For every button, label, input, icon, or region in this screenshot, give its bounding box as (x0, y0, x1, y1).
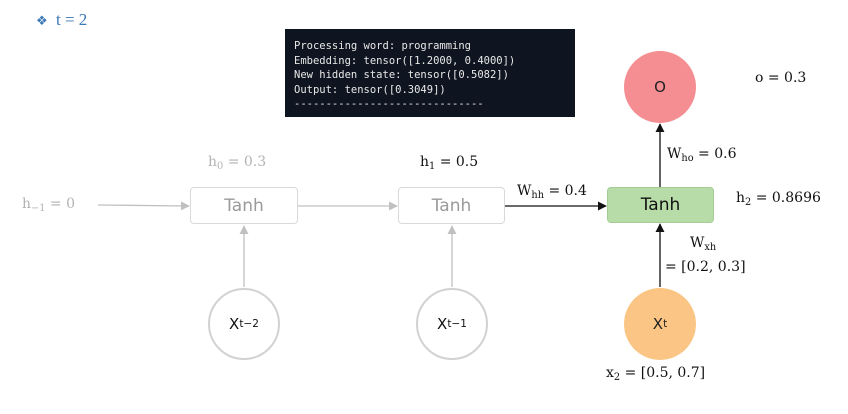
h1-label: h1 = 0.5 (420, 154, 479, 172)
timestep-heading: t = 2 (56, 10, 88, 29)
h-minus1-label: h−1 = 0 (22, 196, 76, 214)
console-line: New hidden state: tensor([0.5082]) (294, 69, 509, 81)
w-hh-label: Whh = 0.4 (517, 183, 587, 201)
h2-label: h2 = 0.8696 (736, 190, 821, 208)
w-ho-label: Who = 0.6 (667, 146, 737, 164)
wire-h-minus1 (97, 201, 190, 211)
tanh-cell-t0: Tanh (190, 187, 298, 224)
bullet-icon: ❖ (36, 14, 48, 29)
w-xh-label: Wxh (690, 235, 717, 253)
w-xh-value: = [0.2, 0.3] (665, 259, 746, 275)
console-line: ------------------------------ (294, 98, 484, 110)
output-node: O (624, 51, 696, 123)
output-value-label: o = 0.3 (755, 70, 807, 86)
x2-label: x2 = [0.5, 0.7] (606, 365, 706, 383)
tanh-cell-t1: Tanh (398, 187, 505, 224)
console-output: Processing word: programming Embedding: … (285, 29, 575, 117)
tanh-cell-t2: Tanh (607, 187, 714, 223)
h0-label: h0 = 0.3 (208, 154, 267, 172)
console-line: Output: tensor([0.3049]) (294, 83, 446, 96)
console-line: Embedding: tensor([1.2000, 0.4000]) (294, 54, 516, 67)
console-line: Processing word: programming (294, 40, 472, 52)
